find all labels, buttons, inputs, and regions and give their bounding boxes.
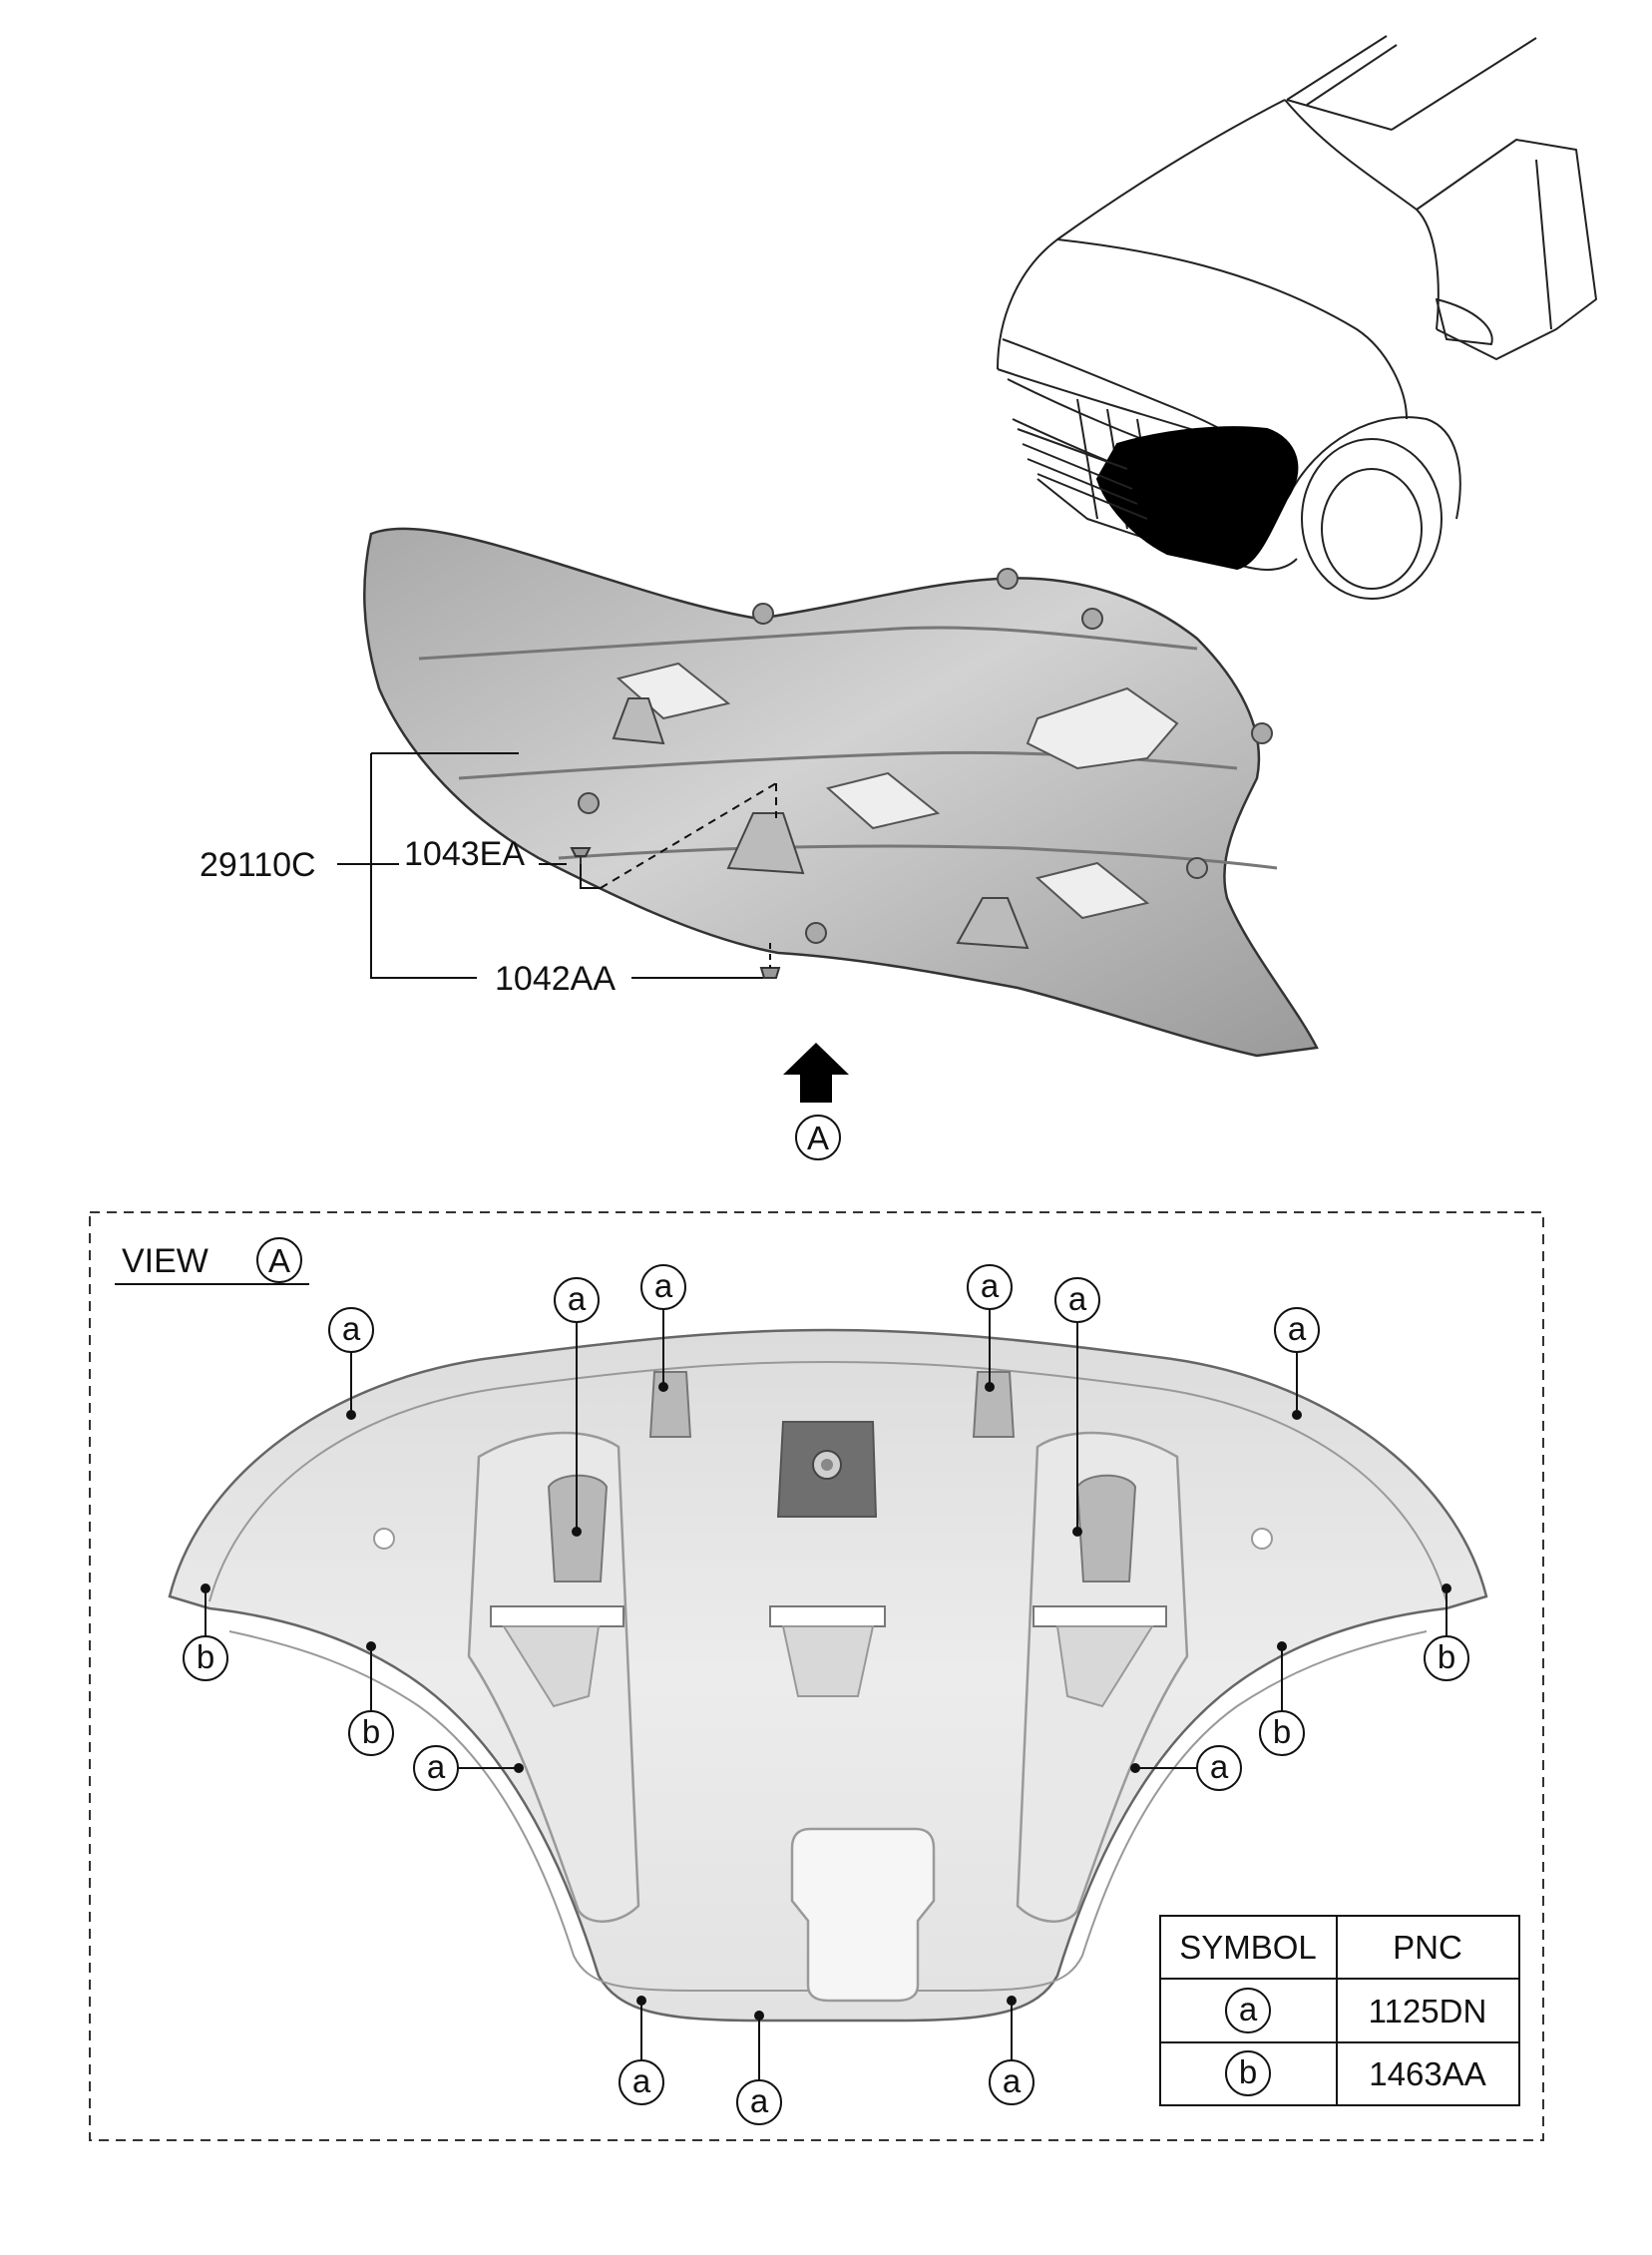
table-row-1-symbol: a xyxy=(1239,1991,1258,2028)
callout-a-7: a xyxy=(413,1745,459,1791)
callout-a-1: a xyxy=(328,1307,374,1353)
callout-a-4-letter: a xyxy=(981,1267,1000,1304)
callout-b-4-letter: b xyxy=(1438,1638,1455,1675)
table-row-2-pnc: 1463AA xyxy=(1369,2055,1485,2092)
callout-a-1-letter: a xyxy=(342,1310,361,1347)
callout-a-2-letter: a xyxy=(568,1280,587,1317)
callout-b-2: b xyxy=(348,1710,394,1756)
callout-b-3-letter: b xyxy=(1273,1713,1291,1750)
callout-a-6-letter: a xyxy=(1288,1310,1307,1347)
callout-b-3: b xyxy=(1259,1710,1305,1756)
callout-a-9: a xyxy=(619,2059,664,2105)
callout-a-9-letter: a xyxy=(632,2062,651,2099)
callout-a-8-letter: a xyxy=(1210,1748,1229,1785)
view-a-marker-letter: A xyxy=(807,1120,829,1156)
view-label-letter: A xyxy=(268,1242,290,1279)
clip-1043ea-icon xyxy=(570,847,592,864)
screw-1042aa-icon xyxy=(759,967,781,979)
table-row-2-symbol: b xyxy=(1239,2053,1257,2090)
view-a-title: VIEW A xyxy=(115,1237,309,1285)
callout-b-2-letter: b xyxy=(362,1713,380,1750)
callout-a-10: a xyxy=(736,2079,782,2125)
callout-a-10-letter: a xyxy=(750,2082,769,2119)
screw-part-number: 1042AA xyxy=(495,960,616,998)
vehicle-undercover-highlight xyxy=(1095,426,1299,571)
callout-b-4: b xyxy=(1424,1635,1469,1681)
under-cover-bottom-view xyxy=(168,1328,1488,2023)
view-a-marker: A xyxy=(795,1115,841,1160)
callout-leader-lines xyxy=(205,1309,1447,2080)
table-row-1-pnc: 1125DN xyxy=(1369,1993,1487,2030)
callout-a-4: a xyxy=(967,1264,1013,1310)
callout-a-11-letter: a xyxy=(1003,2062,1022,2099)
view-a-frame xyxy=(89,1211,1544,2141)
callout-a-6: a xyxy=(1274,1307,1320,1353)
table-header-pnc: PNC xyxy=(1393,1929,1462,1966)
assembly-part-number: 29110C xyxy=(200,846,316,884)
callout-a-5: a xyxy=(1054,1277,1100,1323)
clip-part-number: 1043EA xyxy=(404,835,525,873)
vehicle-grille-lines xyxy=(1017,428,1148,520)
table-header-symbol: SYMBOL xyxy=(1179,1929,1317,1966)
view-direction-arrow xyxy=(783,1043,849,1103)
callout-a-3: a xyxy=(640,1264,686,1310)
symbol-pnc-table: SYMBOL PNC a 1125DN b 1463AA xyxy=(1159,1915,1520,2106)
callout-a-11: a xyxy=(989,2059,1034,2105)
callout-a-7-letter: a xyxy=(427,1748,446,1785)
callout-b-1: b xyxy=(183,1635,228,1681)
callout-a-3-letter: a xyxy=(654,1267,673,1304)
callout-a-5-letter: a xyxy=(1068,1280,1087,1317)
vehicle-locator-drawing xyxy=(997,35,1597,600)
callout-b-1-letter: b xyxy=(197,1638,214,1675)
part-leader-lines xyxy=(337,752,777,979)
callout-a-2: a xyxy=(554,1277,600,1323)
under-cover-3d xyxy=(363,527,1319,1058)
view-label: VIEW xyxy=(122,1242,208,1280)
callout-a-8: a xyxy=(1196,1745,1242,1791)
